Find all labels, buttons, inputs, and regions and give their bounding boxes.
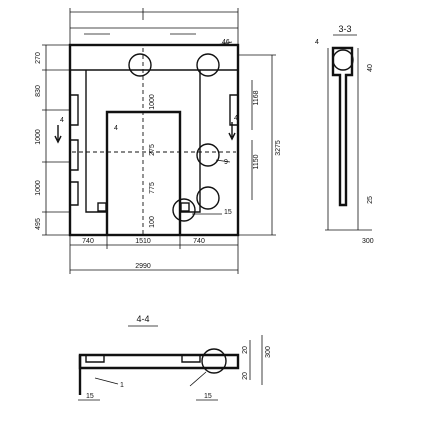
section-4-right-offset: 15 [204, 393, 212, 400]
section-3-top: 40 [367, 64, 374, 72]
dim-middle-band: 1000 [35, 129, 42, 145]
section-4-leader-2 [189, 371, 207, 387]
section-4-callout-circle [201, 348, 227, 374]
section-4-top: 20 [242, 346, 249, 354]
inner-dimensions: 1000 275 775 100 4 [114, 94, 156, 228]
left-dimensions: 270 830 1000 1000 495 [35, 44, 70, 236]
dim-opening-low: 775 [149, 182, 156, 194]
section-3-3: 3-3 300 25 40 4 [315, 24, 374, 245]
cut-arrowhead-left [54, 135, 62, 144]
left-notch-1 [70, 94, 79, 126]
dim-bottom-small: 100 [149, 216, 156, 228]
section-4-bottom: 20 [242, 372, 249, 380]
callout-circle-right-mid [196, 143, 220, 167]
section-4-title: 4-4 [136, 314, 149, 324]
section-3-callout-circle [332, 49, 354, 71]
callout-circle-bottom [172, 198, 196, 222]
dim-upper-height: 1168 [253, 90, 260, 105]
callout-detail-bottom: 15 [224, 209, 232, 216]
section-3-bottom: 25 [367, 196, 374, 204]
section-cut-right: 4 [228, 115, 238, 141]
top-dimensions [69, 8, 239, 45]
dim-upper-band: 830 [35, 85, 42, 97]
section-3-position: 4 [315, 39, 319, 46]
central-opening [105, 110, 182, 235]
section-3-width: 300 [362, 238, 374, 245]
dim-lower-band: 1000 [35, 180, 42, 196]
left-notch-2 [70, 139, 79, 171]
section-cut-left: 4 [54, 117, 64, 144]
left-column-edge [85, 70, 107, 213]
callout-circle-right-low [196, 186, 220, 210]
leader-top [215, 41, 233, 46]
dim-opening-upper: 1000 [149, 94, 156, 110]
right-notch-1 [229, 94, 238, 126]
section-4-4: 4-4 300 20 20 15 15 1 [78, 314, 272, 401]
section-4-left-recess [85, 355, 105, 363]
right-dimensions: 3275 1168 1150 [238, 54, 282, 236]
section-4-position-1: 1 [120, 382, 124, 389]
left-notch-3 [70, 181, 79, 206]
callout-circle-top-right [196, 53, 220, 77]
section-3-title: 3-3 [338, 24, 351, 34]
section-3-profile [331, 46, 354, 207]
dim-bottom-band: 495 [35, 218, 42, 230]
dim-lower-height: 1150 [253, 154, 260, 169]
opening-label: 4 [114, 125, 118, 132]
cut-arrowhead-right [228, 132, 236, 141]
callout-labels: 46 9 15 [192, 39, 233, 216]
dim-top-band: 270 [35, 52, 42, 64]
cut-label-left: 4 [60, 117, 64, 124]
base-block-left [97, 202, 107, 212]
cut-label-right: 4 [234, 115, 238, 122]
section-4-left-offset: 15 [86, 393, 94, 400]
dim-middle-segment: 1510 [135, 238, 151, 245]
callout-circle-top [128, 53, 152, 77]
callout-detail-top: 46 [222, 39, 230, 46]
section-4-height: 300 [265, 346, 272, 358]
leader-right [215, 159, 231, 163]
main-elevation [68, 43, 240, 237]
dim-opening-mid: 275 [149, 144, 156, 156]
base-block-right [180, 202, 190, 212]
bottom-dimensions: 740 1510 740 2990 [69, 236, 239, 274]
dim-right-segment: 740 [193, 238, 205, 245]
dim-left-segment: 740 [82, 238, 94, 245]
callout-detail-right: 9 [224, 159, 228, 166]
dim-overall-height: 3275 [275, 140, 282, 156]
dim-overall-width: 2990 [135, 263, 151, 270]
section-4-right-recess [181, 355, 201, 363]
section-4-leader-1 [94, 377, 119, 385]
elevation-outline [68, 43, 240, 237]
right-column-edge [180, 70, 201, 213]
